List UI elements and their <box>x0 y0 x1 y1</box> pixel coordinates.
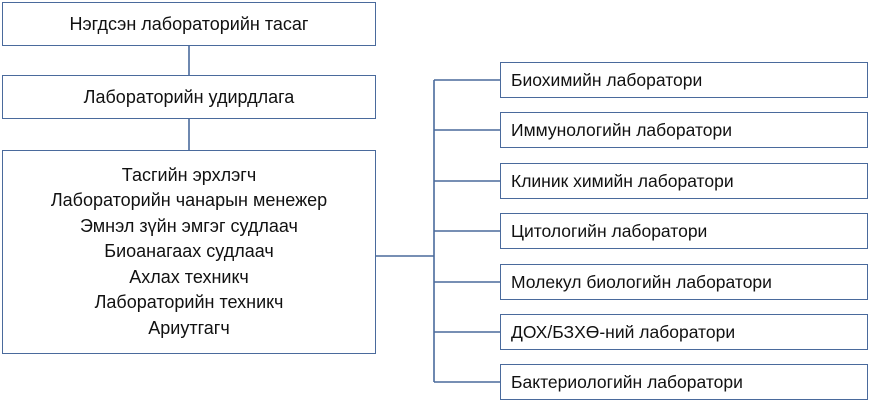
lab-box-cytology: Цитологийн лаборатори <box>500 213 868 249</box>
staff-role-quality-manager: Лабораторийн чанарын менежер <box>50 190 328 211</box>
staff-role-clinical-pathologist: Эмнэл зүйн эмгэг судлаач <box>80 215 298 236</box>
lab-label: Молекул биологийн лаборатори <box>511 271 772 292</box>
department-box: Нэгдсэн лабораторийн тасаг <box>2 2 376 46</box>
staff-role-department-head: Тасгийн эрхлэгч <box>121 164 257 185</box>
lab-box-molecular-biology: Молекул биологийн лаборатори <box>500 264 868 300</box>
staff-box: Тасгийн эрхлэгч Лабораторийн чанарын мен… <box>2 150 376 354</box>
lab-label: Биохимийн лаборатори <box>511 69 703 90</box>
lab-label: ДОХ/БЗХӨ-ний лаборатори <box>511 321 736 342</box>
lab-box-bacteriology: Бактериологийн лаборатори <box>500 364 868 400</box>
staff-role-lab-technician: Лабораторийн техникч <box>94 292 284 313</box>
lab-box-clinical-chemistry: Клиник химийн лаборатори <box>500 163 868 199</box>
staff-role-biomedical-scientist: Биоанагаах судлаач <box>104 241 274 262</box>
lab-label: Иммунологийн лаборатори <box>511 119 733 140</box>
management-box: Лабораторийн удирдлага <box>2 75 376 119</box>
lab-label: Клиник химийн лаборатори <box>511 170 734 191</box>
lab-label: Бактериологийн лаборатори <box>511 371 743 392</box>
staff-role-sterilizer: Ариутгагч <box>148 317 230 338</box>
lab-box-immunology: Иммунологийн лаборатори <box>500 112 868 148</box>
lab-label: Цитологийн лаборатори <box>511 220 708 241</box>
staff-role-senior-technician: Ахлах техникч <box>129 266 249 287</box>
management-label: Лабораторийн удирдлага <box>83 86 295 107</box>
lab-box-hiv-sti: ДОХ/БЗХӨ-ний лаборатори <box>500 314 868 350</box>
department-label: Нэгдсэн лабораторийн тасаг <box>69 13 309 34</box>
lab-box-biochemistry: Биохимийн лаборатори <box>500 62 868 98</box>
